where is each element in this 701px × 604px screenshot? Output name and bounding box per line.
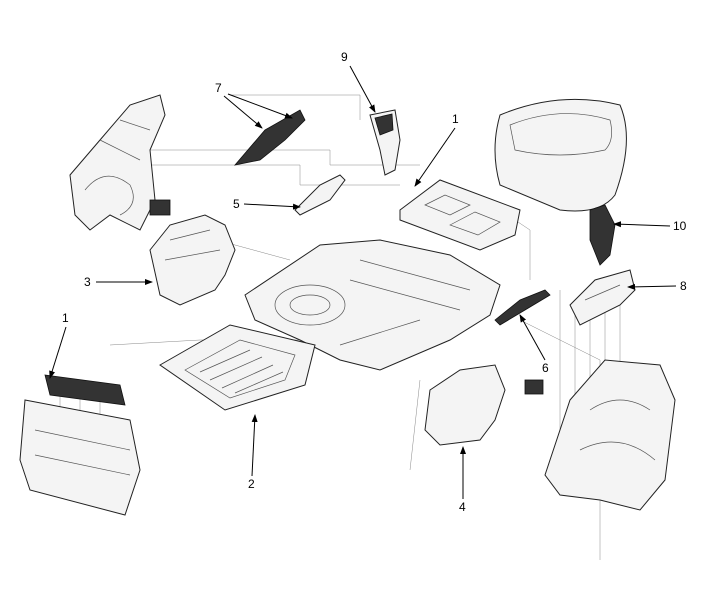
rear-floor-pan: [244, 239, 501, 371]
tailgate-trim: [494, 98, 627, 212]
label-9: 9: [341, 50, 348, 64]
callout-9: 9: [341, 50, 376, 113]
part-1-rear-trim: [19, 374, 141, 516]
label-8: 8: [680, 279, 687, 293]
leader-arrow: [349, 65, 376, 113]
label-1-left: 1: [62, 311, 69, 325]
callout-8: 8: [627, 279, 687, 293]
callout-5: 5: [233, 197, 301, 211]
leader-arrow: [227, 93, 293, 119]
callout-1-top: 1: [414, 112, 459, 187]
leader-arrow: [613, 221, 671, 228]
leader-arrow: [627, 283, 677, 290]
callout-2: 2: [248, 414, 258, 491]
leader-arrow: [49, 326, 67, 379]
leader-arrow: [519, 314, 546, 361]
callout-1-left: 1: [49, 311, 69, 379]
right-quarter-inner-panel: [544, 359, 676, 511]
part-10-trim: [589, 204, 616, 266]
part-6-trim: [494, 289, 551, 326]
label-10: 10: [673, 219, 687, 233]
leader-arrow: [251, 414, 258, 477]
part-3-wheelhouse-trim: [149, 214, 236, 306]
label-6: 6: [542, 361, 549, 375]
leader-arrow: [414, 127, 456, 187]
label-7: 7: [215, 81, 222, 95]
callout-7: 7: [215, 81, 293, 129]
label-5: 5: [233, 197, 240, 211]
leader-arrow: [243, 203, 301, 210]
leader-arrow: [223, 95, 263, 129]
left-quarter-inner-panel: [69, 94, 171, 231]
part-7-trim: [233, 109, 306, 166]
part-1-luggage-board: [399, 179, 521, 251]
label-3: 3: [84, 275, 91, 289]
callout-6: 6: [519, 314, 549, 375]
label-1-top: 1: [452, 112, 459, 126]
label-4: 4: [459, 500, 466, 514]
callout-10: 10: [613, 219, 687, 233]
callout-4: 4: [459, 446, 466, 514]
part-8-trim: [569, 269, 636, 326]
part-2-floor-covering: [159, 324, 316, 411]
callout-3: 3: [84, 275, 153, 289]
label-2: 2: [248, 477, 255, 491]
part-5-trim: [294, 174, 346, 216]
part-9-pillar-trim: [369, 109, 401, 176]
part-4-wheelhouse-trim: [424, 364, 544, 446]
